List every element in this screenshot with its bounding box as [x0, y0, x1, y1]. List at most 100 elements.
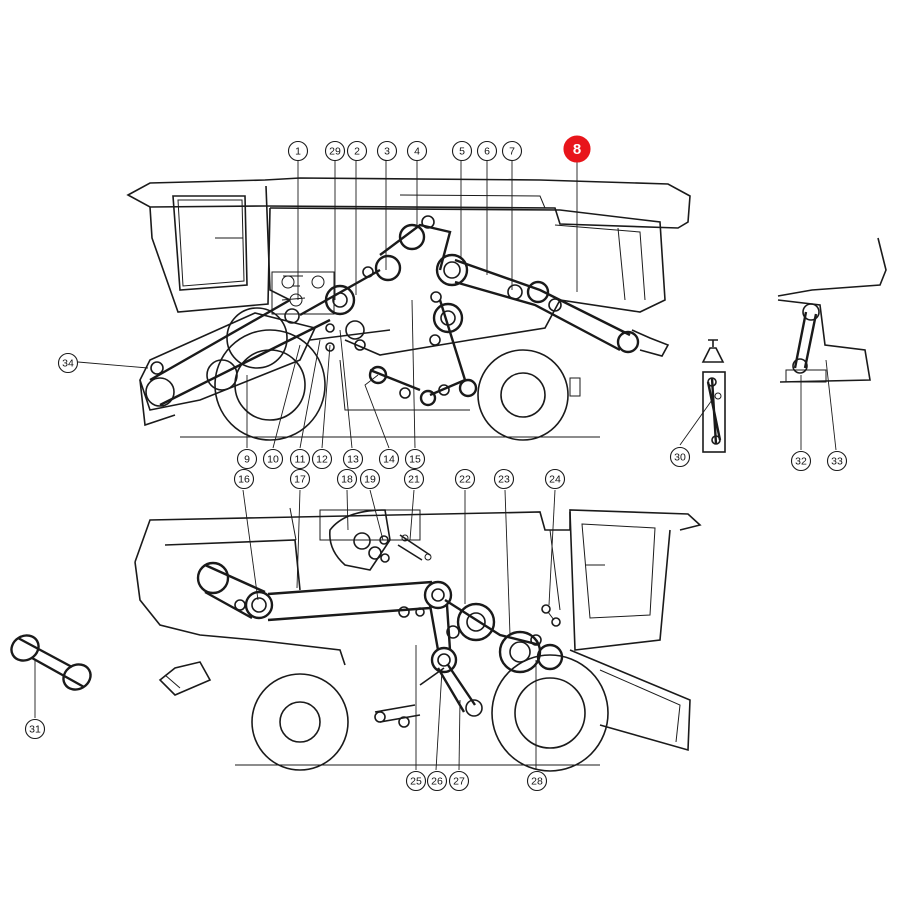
callout-part-24[interactable]: 24	[544, 468, 566, 490]
top-view-belts	[145, 215, 640, 407]
callout-circle	[376, 140, 398, 162]
callout-circle	[24, 718, 46, 740]
callout-circle	[262, 448, 284, 470]
callout-label: 30	[674, 452, 686, 464]
callout-circle	[406, 140, 428, 162]
loose-belt-31	[10, 634, 92, 691]
callout-circle	[287, 140, 309, 162]
callout-circle	[826, 450, 848, 472]
callout-circle	[526, 770, 548, 792]
callout-circle	[289, 468, 311, 490]
callout-part-2[interactable]: 2	[346, 140, 368, 162]
callout-part-15[interactable]: 15	[404, 448, 426, 470]
callout-label: 3	[384, 146, 390, 158]
callout-circle	[324, 140, 346, 162]
callout-part-14[interactable]: 14	[378, 448, 400, 470]
callout-part-6[interactable]: 6	[476, 140, 498, 162]
callout-part-32[interactable]: 32	[790, 450, 812, 472]
callout-part-4[interactable]: 4	[406, 140, 428, 162]
callout-label: 11	[295, 454, 306, 466]
callout-part-30[interactable]: 30	[669, 446, 691, 468]
callout-label: 19	[364, 474, 376, 486]
callout-part-13[interactable]: 13	[342, 448, 364, 470]
callout-circle	[404, 448, 426, 470]
callout-circle	[493, 468, 515, 490]
callout-circle	[342, 448, 364, 470]
callout-label: 18	[341, 474, 353, 486]
callout-label: 23	[498, 474, 510, 486]
callout-label: 21	[408, 474, 420, 486]
callout-circle	[346, 140, 368, 162]
callout-part-3[interactable]: 3	[376, 140, 398, 162]
callout-part-19[interactable]: 19	[359, 468, 381, 490]
callout-label: 29	[329, 146, 341, 158]
callout-part-31[interactable]: 31	[24, 718, 46, 740]
callout-label: 2	[354, 146, 360, 158]
callout-part-21[interactable]: 21	[403, 468, 425, 490]
callout-part-17[interactable]: 17	[289, 468, 311, 490]
callout-label: 6	[484, 146, 490, 158]
callout-label: 25	[410, 776, 422, 788]
callout-circle	[544, 468, 566, 490]
callout-label: 22	[459, 474, 471, 486]
callout-part-23[interactable]: 23	[493, 468, 515, 490]
callout-label: 17	[294, 474, 306, 486]
callout-circle	[405, 770, 427, 792]
callout-circle	[289, 448, 311, 470]
callout-label: 27	[453, 776, 465, 788]
callout-part-28[interactable]: 28	[526, 770, 548, 792]
callout-label: 10	[267, 454, 279, 466]
callout-part-26[interactable]: 26	[426, 770, 448, 792]
callout-label: 32	[795, 456, 807, 468]
callout-circle	[236, 448, 258, 470]
callout-part-29[interactable]: 29	[324, 140, 346, 162]
callout-label: 5	[459, 146, 465, 158]
callout-circle	[451, 140, 473, 162]
detail-30	[701, 339, 726, 453]
callout-label: 31	[29, 724, 41, 736]
callout-circle	[233, 468, 255, 490]
callout-label: 14	[383, 454, 395, 466]
callout-part-10[interactable]: 10	[262, 448, 284, 470]
callout-circle	[476, 140, 498, 162]
callout-part-1[interactable]: 1	[287, 140, 309, 162]
callout-part-22[interactable]: 22	[454, 468, 476, 490]
callout-part-33[interactable]: 33	[826, 450, 848, 472]
callout-part-7[interactable]: 7	[501, 140, 523, 162]
bottom-view-belts	[196, 509, 564, 728]
callout-part-16[interactable]: 16	[233, 468, 255, 490]
callout-circle	[790, 450, 812, 472]
callout-circle	[359, 468, 381, 490]
callout-part-18[interactable]: 18	[336, 468, 358, 490]
callout-label: 13	[347, 454, 359, 466]
callout-part-27[interactable]: 27	[448, 770, 470, 792]
callout-label: 33	[831, 456, 843, 468]
callout-label: 16	[238, 474, 250, 486]
callout-circle	[563, 135, 591, 163]
callout-circle	[378, 448, 400, 470]
callout-label: 34	[62, 358, 74, 370]
callout-circle	[454, 468, 476, 490]
callout-part-34[interactable]: 34	[57, 352, 79, 374]
callout-circle	[501, 140, 523, 162]
leader-lines	[34, 161, 837, 771]
callout-label: 7	[509, 146, 515, 158]
callout-label: 26	[431, 776, 443, 788]
callout-part-11[interactable]: 11	[289, 448, 311, 470]
callout-label: 4	[414, 146, 420, 158]
callout-circle	[403, 468, 425, 490]
callout-part-12[interactable]: 12	[311, 448, 333, 470]
callout-part-25[interactable]: 25	[405, 770, 427, 792]
detail-32-33	[777, 237, 887, 383]
callout-label: 9	[244, 454, 250, 466]
callout-part-5[interactable]: 5	[451, 140, 473, 162]
callout-circle	[426, 770, 448, 792]
callout-circle	[448, 770, 470, 792]
callout-circle	[669, 446, 691, 468]
callout-part-9[interactable]: 9	[236, 448, 258, 470]
callout-label: 28	[531, 776, 543, 788]
callout-part-8[interactable]: 8	[563, 135, 591, 163]
